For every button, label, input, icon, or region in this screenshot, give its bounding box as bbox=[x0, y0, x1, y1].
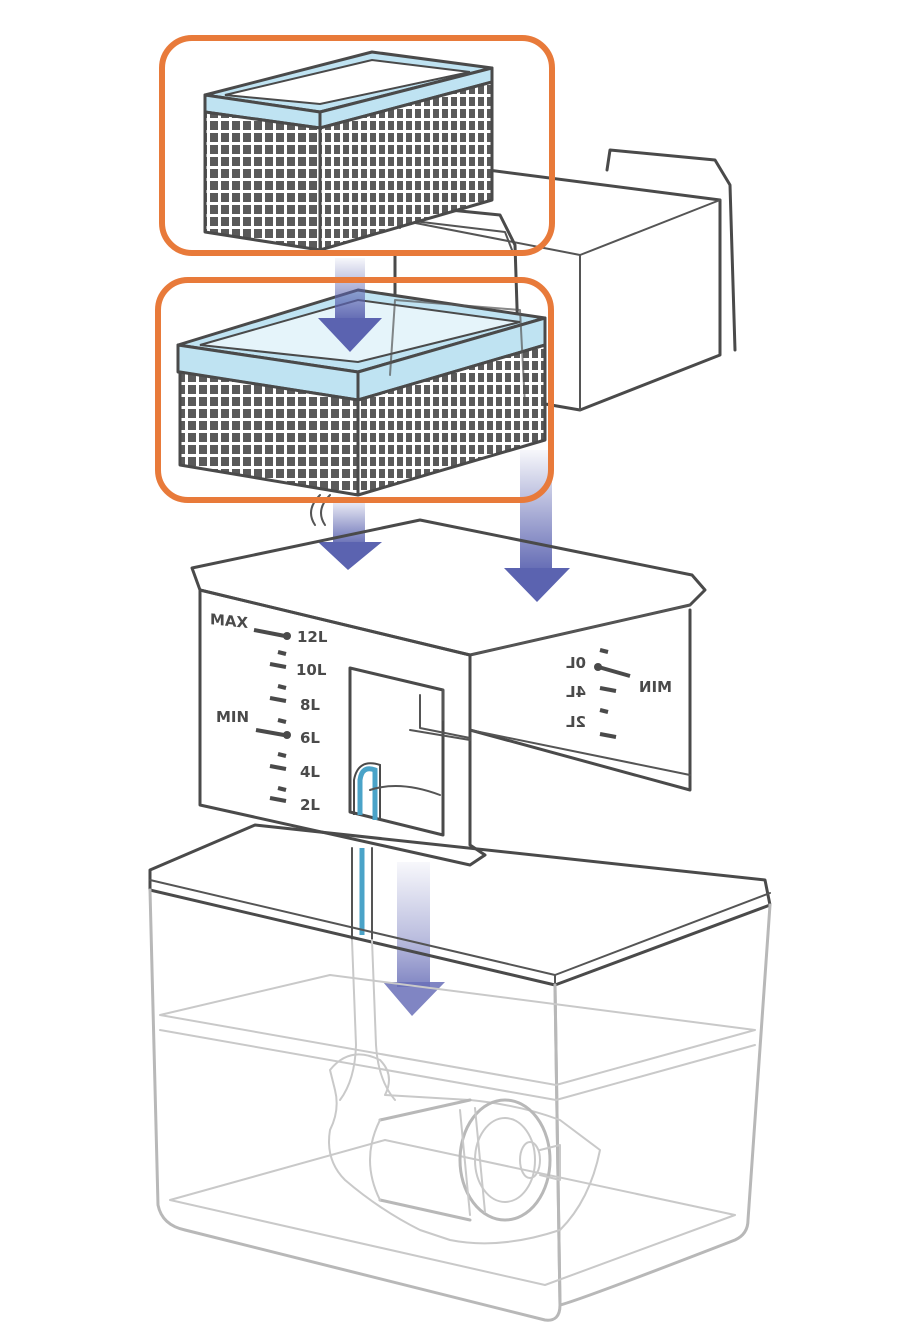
scale-min-label: MIN bbox=[216, 708, 249, 726]
arrow-pan-down bbox=[504, 450, 570, 602]
scale-mark-12l: 12L bbox=[297, 628, 328, 646]
scale-left: MAX 12L 10L 8L MIN 6L 4L 2L bbox=[210, 610, 328, 814]
scale-max-label: MAX bbox=[210, 610, 248, 632]
basket-placed bbox=[176, 288, 547, 497]
scale-right-4l: 4L bbox=[566, 683, 586, 701]
arrow-basket-down bbox=[318, 258, 382, 352]
rack-plate bbox=[190, 494, 707, 867]
scale-right-min: MIN bbox=[639, 678, 672, 696]
scale-right-0l: 0L bbox=[566, 654, 586, 672]
highlight-placed-basket bbox=[155, 277, 554, 503]
scale-mark-6l: 6L bbox=[300, 729, 320, 747]
scale-right: 0L MIN 4L 2L bbox=[566, 648, 672, 739]
scale-right-2l: 2L bbox=[566, 713, 586, 731]
highlight-raised-basket bbox=[159, 35, 555, 256]
arrow-to-container bbox=[383, 862, 445, 1016]
water-container bbox=[148, 823, 772, 1322]
scale-mark-10l: 10L bbox=[296, 661, 327, 679]
scale-mark-8l: 8L bbox=[300, 696, 320, 714]
scale-mark-2l: 2L bbox=[300, 796, 320, 814]
basket-raised bbox=[203, 50, 494, 252]
scale-mark-4l: 4L bbox=[300, 763, 320, 781]
